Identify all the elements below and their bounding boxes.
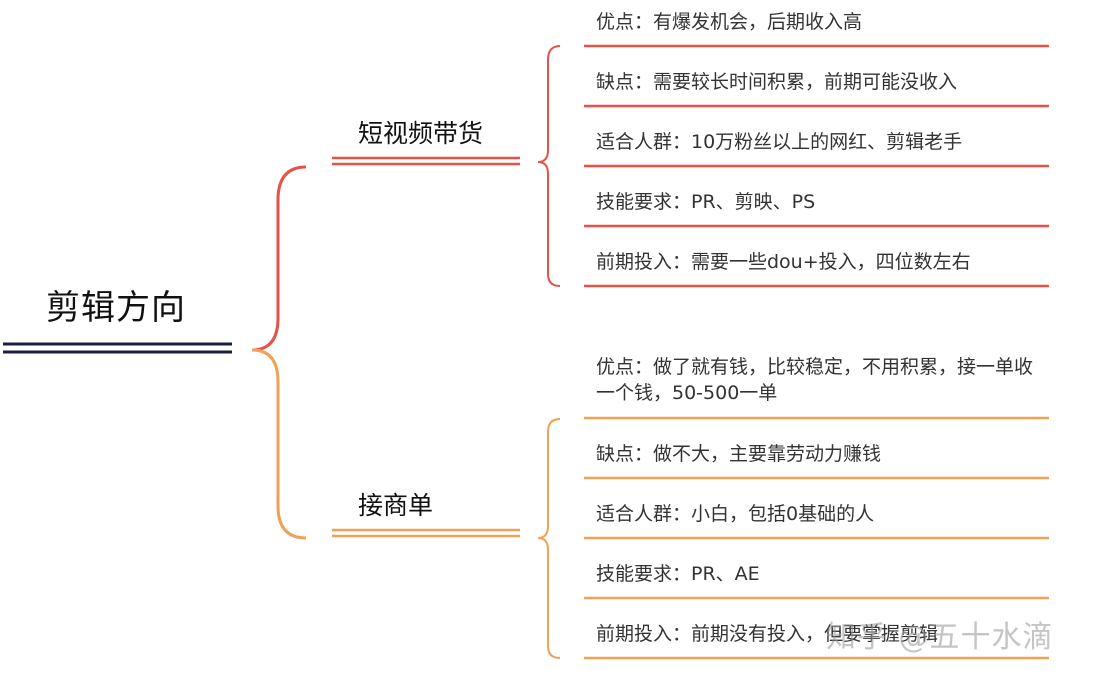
branch-1-label: 短视频带货 [358, 119, 484, 148]
branch-2-leaf-5: 前期投入：前期没有投入，但要掌握剪辑 [596, 623, 939, 645]
branch-1-leaf-2: 缺点：需要较长时间积累，前期可能没收入 [596, 71, 958, 93]
branch-1-leaf-4: 技能要求：PR、剪映、PS [596, 191, 816, 213]
branch-1-leaf-3: 适合人群：10万粉丝以上的网红、剪辑老手 [596, 131, 963, 153]
branch-2-leaf-4: 技能要求：PR、AE [596, 563, 760, 585]
watermark: 知乎 @五十水滴 [826, 620, 1054, 655]
branch-2-leaf-3: 适合人群：小白，包括0基础的人 [596, 503, 875, 525]
branch-2-leaf-1: 优点：做了就有钱，比较稳定，不用积累，接一单收一个钱，50-500一单 [596, 356, 1034, 404]
branch-2-brace [537, 418, 561, 659]
branch-2-leaf-2: 缺点：做不大，主要靠劳动力赚钱 [596, 443, 882, 465]
root-bracket-upper [251, 165, 307, 352]
branch-1-leaf-5: 前期投入：需要一些dou+投入，四位数左右 [596, 251, 971, 273]
branch-1-brace [537, 45, 561, 287]
branch-1-leaf-1: 优点：有爆发机会，后期收入高 [596, 11, 863, 33]
branch-2-label: 接商单 [358, 491, 434, 520]
root-bracket-lower [251, 348, 307, 540]
root-node-label: 剪辑方向 [46, 288, 186, 328]
